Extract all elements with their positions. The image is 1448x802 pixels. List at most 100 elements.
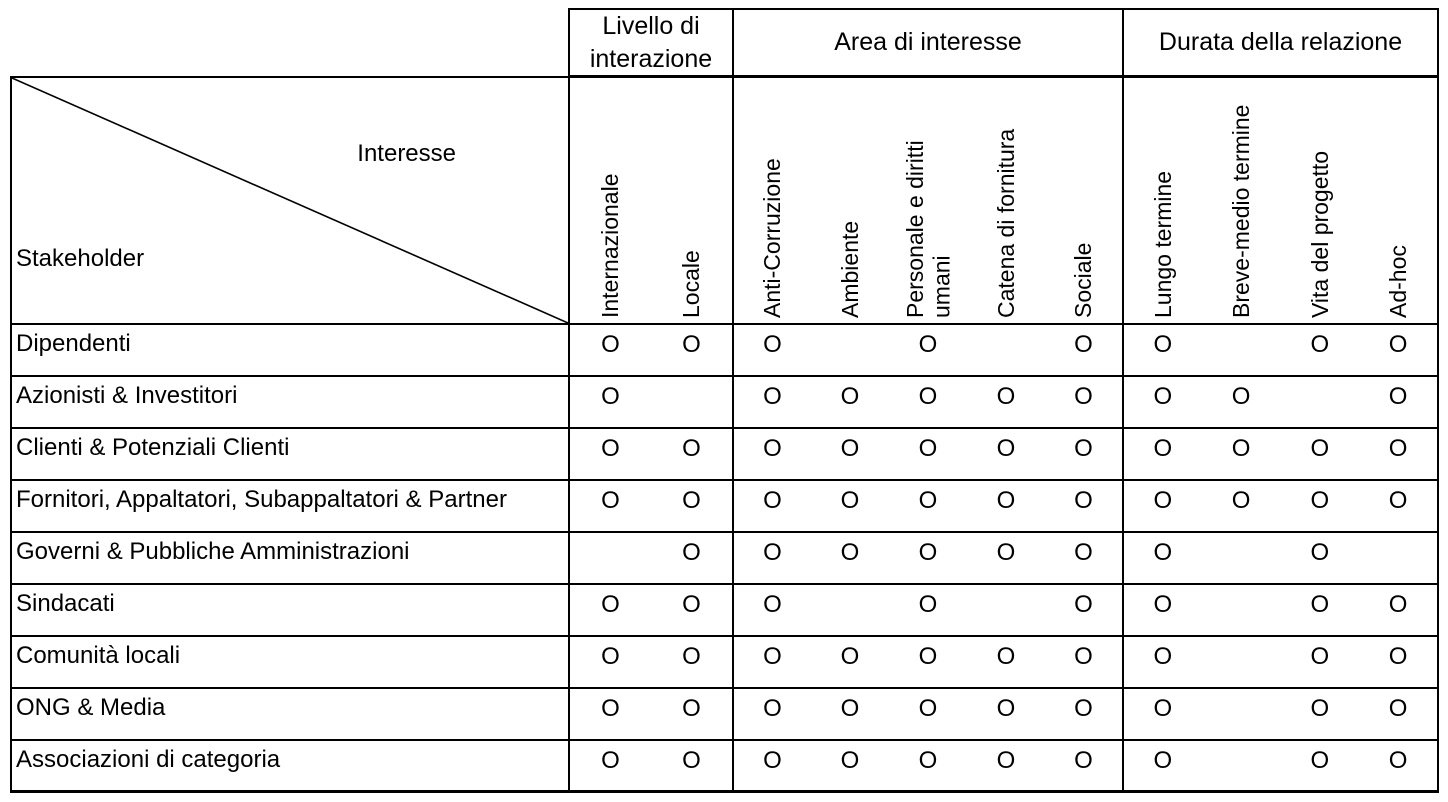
matrix-cell-clienti-potenziali-clienti--breve-medio-termine: O: [1201, 427, 1281, 481]
matrix-cell-comunit-locali--anti-corruzione: O: [732, 635, 811, 689]
corner-label-interesse: Interesse: [357, 139, 456, 167]
row-label-associazioni-di-categoria: Associazioni di categoria: [10, 739, 570, 793]
matrix-cell-sindacati--locale: O: [651, 583, 733, 637]
matrix-cell-associazioni-di-categoria--catena-di-fornitura: O: [967, 739, 1045, 793]
column-header-row: Interesse Stakeholder Internazionale Loca…: [10, 75, 1440, 325]
matrix-cell-azionisti-investitori--personale-e-diritti-umani: O: [889, 375, 967, 429]
matrix-cell-comunit-locali--locale: O: [651, 635, 733, 689]
matrix-cell-sindacati--personale-e-diritti-umani: O: [889, 583, 967, 637]
matrix-cell-azionisti-investitori--sociale: O: [1045, 375, 1123, 429]
column-header-text: Catena di fornitura: [992, 128, 1019, 318]
column-header-personale-e-diritti-umani: Personale e diritti umani: [889, 76, 967, 325]
column-header-catena-di-fornitura: Catena di fornitura: [967, 76, 1045, 325]
column-header-text: Ambiente: [836, 220, 863, 318]
matrix-cell-governi-pubbliche-amministrazioni--catena-di-fornitura: O: [967, 531, 1045, 585]
matrix-cell-dipendenti--ad-hoc: O: [1359, 323, 1440, 377]
matrix-cell-governi-pubbliche-amministrazioni--ambiente: O: [811, 531, 889, 585]
row-label-sindacati: Sindacati: [10, 583, 570, 637]
column-header-breve-medio-termine: Breve-medio termine: [1201, 76, 1281, 325]
row-label-comunit-locali: Comunità locali: [10, 635, 570, 689]
column-header-anti-corruzione: Anti-Corruzione: [732, 76, 811, 325]
column-header-vita-del-progetto: Vita del progetto: [1280, 76, 1360, 325]
column-header-internazionale: Internazionale: [568, 76, 651, 325]
matrix-cell-dipendenti--internazionale: O: [568, 323, 651, 377]
matrix-cell-clienti-potenziali-clienti--lungo-termine: O: [1122, 427, 1202, 481]
corner-label-stakeholder: Stakeholder: [16, 244, 145, 272]
matrix-cell-azionisti-investitori--locale: [651, 375, 733, 429]
column-header-lungo-termine: Lungo termine: [1122, 76, 1202, 325]
matrix-cell-azionisti-investitori--ad-hoc: O: [1359, 375, 1440, 429]
matrix-cell-fornitori-appaltatori-subappaltatori-partner--locale: O: [651, 479, 733, 533]
matrix-cell-comunit-locali--breve-medio-termine: [1201, 635, 1281, 689]
matrix-cell-associazioni-di-categoria--internazionale: O: [568, 739, 651, 793]
matrix-cell-fornitori-appaltatori-subappaltatori-partner--vita-del-progetto: O: [1280, 479, 1360, 533]
column-header-ad-hoc: Ad-hoc: [1359, 76, 1440, 325]
matrix-cell-ong-media--sociale: O: [1045, 687, 1123, 741]
matrix-cell-azionisti-investitori--lungo-termine: O: [1122, 375, 1202, 429]
matrix-cell-sindacati--sociale: O: [1045, 583, 1123, 637]
matrix-cell-ong-media--catena-di-fornitura: O: [967, 687, 1045, 741]
matrix-cell-associazioni-di-categoria--vita-del-progetto: O: [1280, 739, 1360, 793]
matrix-cell-sindacati--ad-hoc: O: [1359, 583, 1440, 637]
matrix-cell-dipendenti--breve-medio-termine: [1201, 323, 1281, 377]
diagonal-divider: [12, 78, 568, 323]
matrix-cell-dipendenti--lungo-termine: O: [1122, 323, 1202, 377]
matrix-cell-dipendenti--vita-del-progetto: O: [1280, 323, 1360, 377]
matrix-cell-dipendenti--sociale: O: [1045, 323, 1123, 377]
matrix-cell-fornitori-appaltatori-subappaltatori-partner--catena-di-fornitura: O: [967, 479, 1045, 533]
matrix-cell-sindacati--breve-medio-termine: [1201, 583, 1281, 637]
matrix-cell-governi-pubbliche-amministrazioni--internazionale: [568, 531, 651, 585]
corner-header-cell: Interesse Stakeholder: [10, 75, 570, 325]
column-header-text: Sociale: [1070, 242, 1097, 318]
matrix-cell-associazioni-di-categoria--anti-corruzione: O: [732, 739, 811, 793]
matrix-cell-governi-pubbliche-amministrazioni--ad-hoc: [1359, 531, 1440, 585]
matrix-cell-comunit-locali--personale-e-diritti-umani: O: [889, 635, 967, 689]
matrix-cell-governi-pubbliche-amministrazioni--breve-medio-termine: [1201, 531, 1281, 585]
matrix-cell-dipendenti--locale: O: [651, 323, 733, 377]
matrix-cell-governi-pubbliche-amministrazioni--vita-del-progetto: O: [1280, 531, 1360, 585]
matrix-cell-dipendenti--personale-e-diritti-umani: O: [889, 323, 967, 377]
matrix-cell-ong-media--breve-medio-termine: [1201, 687, 1281, 741]
group-header-row: Livello di interazione Area di interesse…: [11, 8, 1440, 78]
matrix-cell-comunit-locali--ambiente: O: [811, 635, 889, 689]
matrix-cell-comunit-locali--internazionale: O: [568, 635, 651, 689]
matrix-cell-dipendenti--anti-corruzione: O: [732, 323, 811, 377]
matrix-cell-ong-media--internazionale: O: [568, 687, 651, 741]
matrix-cell-fornitori-appaltatori-subappaltatori-partner--personale-e-diritti-umani: O: [889, 479, 967, 533]
matrix-cell-clienti-potenziali-clienti--personale-e-diritti-umani: O: [889, 427, 967, 481]
matrix-cell-fornitori-appaltatori-subappaltatori-partner--ambiente: O: [811, 479, 889, 533]
matrix-cell-comunit-locali--vita-del-progetto: O: [1280, 635, 1360, 689]
column-header-text: Lungo termine: [1149, 170, 1176, 318]
matrix-cell-sindacati--catena-di-fornitura: [967, 583, 1045, 637]
column-header-text: Anti-Corruzione: [759, 157, 786, 318]
matrix-cell-comunit-locali--catena-di-fornitura: O: [967, 635, 1045, 689]
matrix-cell-clienti-potenziali-clienti--locale: O: [651, 427, 733, 481]
column-header-text: Personale e diritti umani: [901, 139, 954, 318]
matrix-cell-sindacati--vita-del-progetto: O: [1280, 583, 1360, 637]
matrix-cell-ong-media--ambiente: O: [811, 687, 889, 741]
group-header-interaction-level: Livello di interazione: [568, 8, 734, 78]
empty-corner-spacer: [11, 9, 569, 77]
row-label-ong-media: ONG & Media: [10, 687, 570, 741]
matrix-cell-associazioni-di-categoria--breve-medio-termine: [1201, 739, 1281, 793]
row-label-azionisti-investitori: Azionisti & Investitori: [10, 375, 570, 429]
stakeholder-interest-matrix: Livello di interazione Area di interesse…: [10, 8, 1440, 793]
group-header-interest-area: Area di interesse: [732, 8, 1124, 78]
matrix-cell-ong-media--lungo-termine: O: [1122, 687, 1202, 741]
column-header-text: Internazionale: [597, 173, 624, 318]
matrix-cell-ong-media--vita-del-progetto: O: [1280, 687, 1360, 741]
matrix-cell-ong-media--personale-e-diritti-umani: O: [889, 687, 967, 741]
column-header-locale: Locale: [651, 76, 733, 325]
row-label-fornitori-appaltatori-subappaltatori-partner: Fornitori, Appaltatori, Subappaltatori &…: [10, 479, 570, 533]
matrix-cell-sindacati--internazionale: O: [568, 583, 651, 637]
matrix-cell-azionisti-investitori--catena-di-fornitura: O: [967, 375, 1045, 429]
matrix-cell-azionisti-investitori--breve-medio-termine: O: [1201, 375, 1281, 429]
matrix-cell-associazioni-di-categoria--ad-hoc: O: [1359, 739, 1440, 793]
